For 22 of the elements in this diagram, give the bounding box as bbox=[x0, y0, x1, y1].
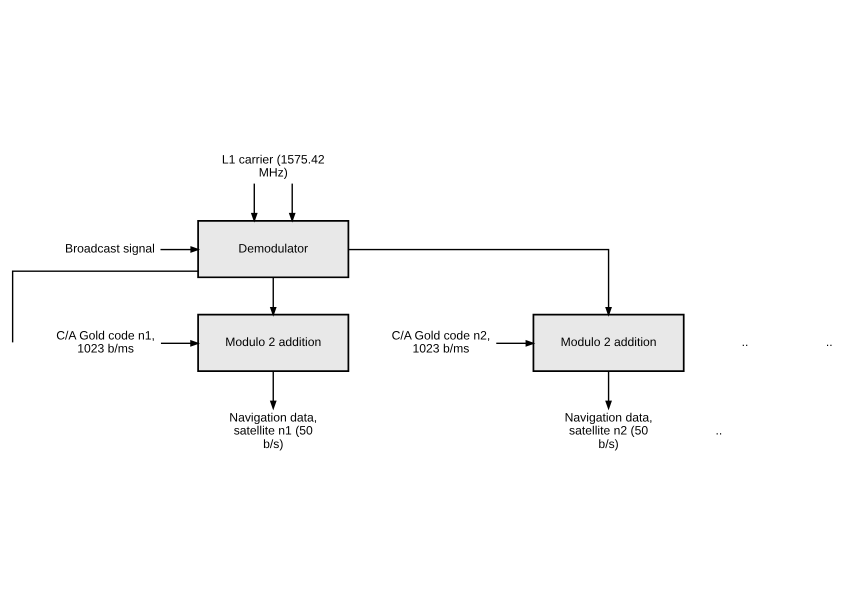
arrow bbox=[270, 370, 277, 410]
arrow bbox=[288, 183, 296, 222]
label: .. bbox=[716, 423, 722, 438]
node-box: Modulo 2 addition bbox=[532, 313, 685, 372]
node-box: Modulo 2 addition bbox=[197, 313, 350, 372]
arrow bbox=[160, 246, 200, 252]
arrow bbox=[348, 248, 612, 316]
arrow bbox=[250, 183, 258, 222]
connector bbox=[12, 270, 198, 342]
node-box: Demodulator bbox=[197, 219, 350, 278]
arrow bbox=[496, 339, 536, 346]
arrow bbox=[270, 276, 277, 316]
arrow bbox=[160, 339, 200, 346]
node-text: Broadcast signal bbox=[64, 240, 155, 255]
arrow bbox=[605, 370, 612, 410]
label: .. bbox=[826, 334, 833, 349]
node-text: C/A Gold code n1, 1023 b/ms bbox=[56, 328, 155, 356]
label: .. bbox=[742, 334, 748, 349]
node-text: Navigation data, satellite n2 (50 b/s) bbox=[564, 410, 652, 450]
node-text: C/A Gold code n2, 1023 b/ms bbox=[392, 328, 490, 356]
node-text: Navigation data, satellite n1 (50 b/s) bbox=[229, 410, 318, 450]
node-text: L1 carrier (1575.42 MHz) bbox=[222, 152, 325, 180]
